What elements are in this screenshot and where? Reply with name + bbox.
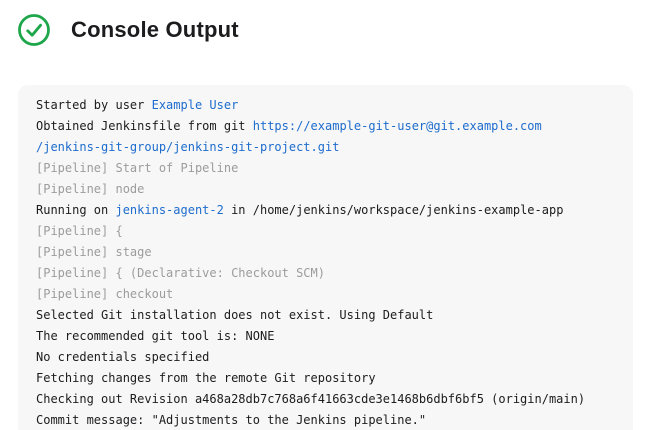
console-text: Selected Git installation does not exist… — [36, 308, 434, 322]
pipeline-meta-text: [Pipeline] { (Declarative: Checkout SCM) — [36, 266, 325, 280]
console-line: Fetching changes from the remote Git rep… — [36, 368, 617, 389]
pipeline-meta-text: [Pipeline] { — [36, 224, 123, 238]
console-text: Fetching changes from the remote Git rep… — [36, 371, 376, 385]
console-text: Obtained Jenkinsfile from git — [36, 119, 253, 133]
console-line: [Pipeline] { — [36, 221, 617, 242]
console-line: Started by user Example User — [36, 95, 617, 116]
console-link[interactable]: /jenkins-git-group/jenkins-git-project.g… — [36, 140, 340, 154]
console-line: Checking out Revision a468a28db7c768a6f4… — [36, 389, 617, 410]
console-line: Commit message: "Adjustments to the Jenk… — [36, 410, 617, 430]
pipeline-meta-text: [Pipeline] node — [36, 182, 145, 196]
pipeline-meta-text: [Pipeline] Start of Pipeline — [36, 161, 239, 175]
console-text: The recommended git tool is: NONE — [36, 329, 275, 343]
console-text: in /home/jenkins/workspace/jenkins-examp… — [223, 203, 564, 217]
console-line: Obtained Jenkinsfile from git https://ex… — [36, 116, 617, 137]
console-line: Selected Git installation does not exist… — [36, 305, 617, 326]
pipeline-meta-text: [Pipeline] stage — [36, 245, 152, 259]
console-line: [Pipeline] node — [36, 179, 617, 200]
console-text: Started by user — [36, 98, 152, 112]
console-text: Checking out Revision a468a28db7c768a6f4… — [36, 392, 586, 406]
console-line: The recommended git tool is: NONE — [36, 326, 617, 347]
success-check-circle-icon — [18, 14, 50, 46]
page-title: Console Output — [71, 17, 239, 42]
page-header: Console Output — [17, 13, 239, 47]
console-text: No credentials specified — [36, 350, 210, 364]
console-line: [Pipeline] Start of Pipeline — [36, 158, 617, 179]
console-line: [Pipeline] checkout — [36, 284, 617, 305]
console-line: [Pipeline] stage — [36, 242, 617, 263]
console-link[interactable]: jenkins-agent-2 — [115, 203, 224, 217]
console-line: /jenkins-git-group/jenkins-git-project.g… — [36, 137, 617, 158]
console-text: Running on — [36, 203, 116, 217]
console-line: Running on jenkins-agent-2 in /home/jenk… — [36, 200, 617, 221]
console-text: Commit message: "Adjustments to the Jenk… — [36, 413, 427, 427]
console-line: [Pipeline] { (Declarative: Checkout SCM) — [36, 263, 617, 284]
console-line: No credentials specified — [36, 347, 617, 368]
console-link[interactable]: Example User — [151, 98, 239, 112]
console-link[interactable]: https://example-git-user@git.example.com — [252, 119, 542, 133]
pipeline-meta-text: [Pipeline] checkout — [36, 287, 174, 301]
